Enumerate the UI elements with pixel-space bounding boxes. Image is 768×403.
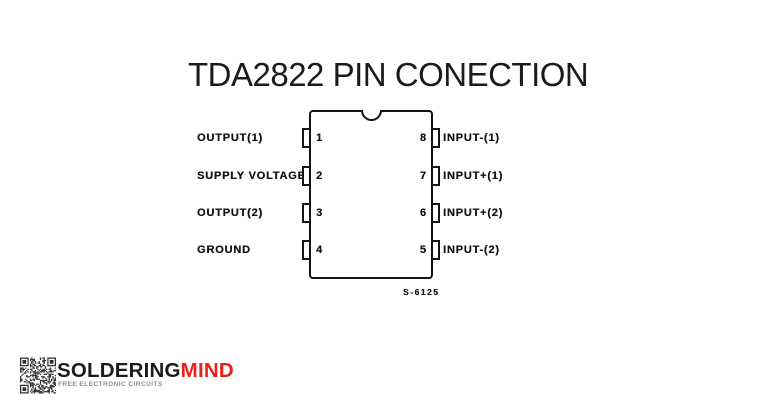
pin-pad-3 bbox=[302, 203, 311, 223]
pin-label-input-plus-1: INPUT+(1) bbox=[443, 170, 504, 182]
pin-pad-5 bbox=[431, 240, 440, 260]
ic-body bbox=[309, 110, 433, 279]
pin-label-input-minus-1: INPUT-(1) bbox=[443, 132, 500, 144]
pin-pad-2 bbox=[302, 166, 311, 186]
pin-label-supply-voltage: SUPPLY VOLTAGE bbox=[197, 170, 306, 182]
pin-label-ground: GROUND bbox=[197, 244, 251, 256]
pin-pad-4 bbox=[302, 240, 311, 260]
pin-pad-1 bbox=[302, 128, 311, 148]
page-title: TDA2822 PIN CONECTION bbox=[188, 56, 589, 93]
pin-pad-6 bbox=[431, 203, 440, 223]
pin-pad-8 bbox=[431, 128, 440, 148]
pin-number-5: 5 bbox=[419, 244, 426, 256]
pin-number-3: 3 bbox=[316, 207, 323, 219]
brand-logo-text: SOLDERINGMIND bbox=[57, 359, 234, 383]
pin-number-8: 8 bbox=[419, 132, 426, 144]
qr-code-icon bbox=[20, 357, 56, 394]
pin-number-7: 7 bbox=[419, 170, 426, 182]
brand-primary-text: SOLDERING bbox=[57, 359, 181, 382]
pin-number-1: 1 bbox=[316, 132, 323, 144]
pin-label-input-plus-2: INPUT+(2) bbox=[443, 207, 504, 219]
pin-number-6: 6 bbox=[419, 207, 426, 219]
pin-label-output1: OUTPUT(1) bbox=[197, 132, 263, 144]
brand-secondary-text: MIND bbox=[180, 359, 234, 382]
pin-label-output2: OUTPUT(2) bbox=[197, 207, 263, 219]
pin-pad-7 bbox=[431, 166, 440, 186]
figure-number-label: S-6125 bbox=[403, 287, 440, 297]
pin-label-input-minus-2: INPUT-(2) bbox=[443, 244, 500, 256]
pin-number-4: 4 bbox=[316, 244, 323, 256]
pin-number-2: 2 bbox=[316, 170, 323, 182]
brand-tagline: FREE ELECTRONIC CIRCUITS bbox=[58, 381, 163, 388]
